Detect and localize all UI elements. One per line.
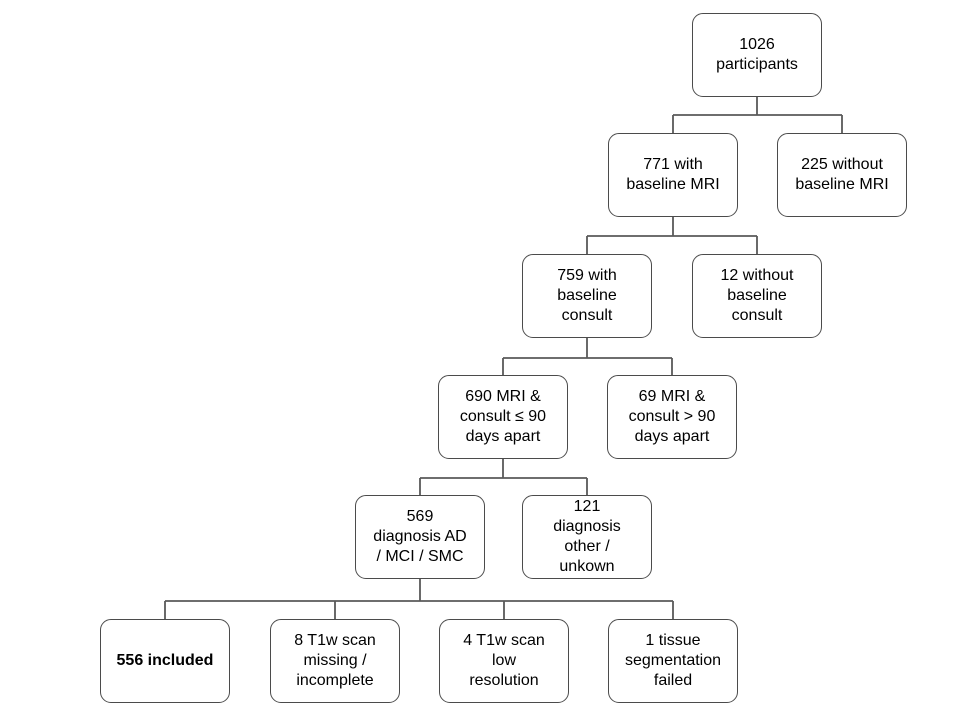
node-with-baseline-consult: 759 with baseline consult xyxy=(522,254,652,338)
node-tissue-segmentation-failed: 1 tissue segmentation failed xyxy=(608,619,738,703)
node-with-baseline-mri: 771 with baseline MRI xyxy=(608,133,738,217)
connector-level4 xyxy=(419,459,588,495)
node-t1w-scan-missing: 8 T1w scan missing / incomplete xyxy=(270,619,400,703)
connector-level2 xyxy=(586,217,758,254)
node-mri-consult-within-90: 690 MRI & consult ≤ 90 days apart xyxy=(438,375,568,459)
node-without-baseline-mri: 225 without baseline MRI xyxy=(777,133,907,217)
node-without-baseline-consult: 12 without baseline consult xyxy=(692,254,822,338)
node-diagnosis-other-unknown: 121 diagnosis other / unkown xyxy=(522,495,652,579)
connector-level5 xyxy=(164,579,674,619)
node-t1w-scan-low-resolution: 4 T1w scan low resolution xyxy=(439,619,569,703)
node-mri-consult-over-90: 69 MRI & consult > 90 days apart xyxy=(607,375,737,459)
node-included: 556 included xyxy=(100,619,230,703)
node-participants-total: 1026 participants xyxy=(692,13,822,97)
node-diagnosis-ad-mci-smc: 569 diagnosis AD / MCI / SMC xyxy=(355,495,485,579)
connector-level1 xyxy=(672,97,843,133)
connector-level3 xyxy=(502,338,673,375)
